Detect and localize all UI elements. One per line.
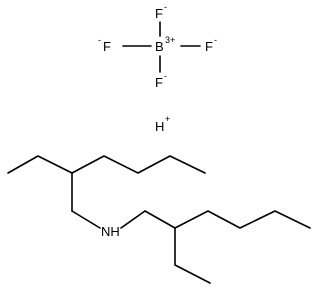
left-ethyl-group (7, 155, 73, 174)
proton-charge: + (165, 114, 170, 124)
amine-nh-label: NH (101, 224, 120, 239)
right-ethyl-group (174, 227, 211, 284)
left-butyl-chain (71, 155, 206, 174)
right-butyl-chain (174, 210, 311, 229)
fluorine-right-charge: - (214, 35, 217, 45)
tetrafluoroborate: F - B 3+ - F F - F - (98, 2, 217, 90)
bond-ch2-n-left (71, 210, 101, 229)
fluorine-top-charge: - (164, 2, 167, 12)
proton: H + (155, 114, 170, 134)
tetrafluoroborate-bonds (122, 21, 201, 73)
proton-label: H (155, 119, 164, 134)
fluorine-right-label: F (205, 39, 213, 54)
amine-nitrogen: NH (101, 224, 120, 239)
fluorine-top-label: F (155, 6, 163, 21)
fluorine-bottom-label: F (155, 75, 163, 90)
right-ch2-to-branch (144, 210, 176, 229)
boron-charge: 3+ (165, 35, 175, 45)
fluorine-bottom-charge: - (164, 71, 167, 81)
bond-n-ch2-right (120, 210, 146, 229)
fluorine-left-label: F (103, 39, 111, 54)
bis-2-ethylhexyl-amine-bonds (7, 155, 311, 284)
fluorine-left-charge: - (98, 35, 101, 45)
boron-label: B (155, 39, 164, 54)
